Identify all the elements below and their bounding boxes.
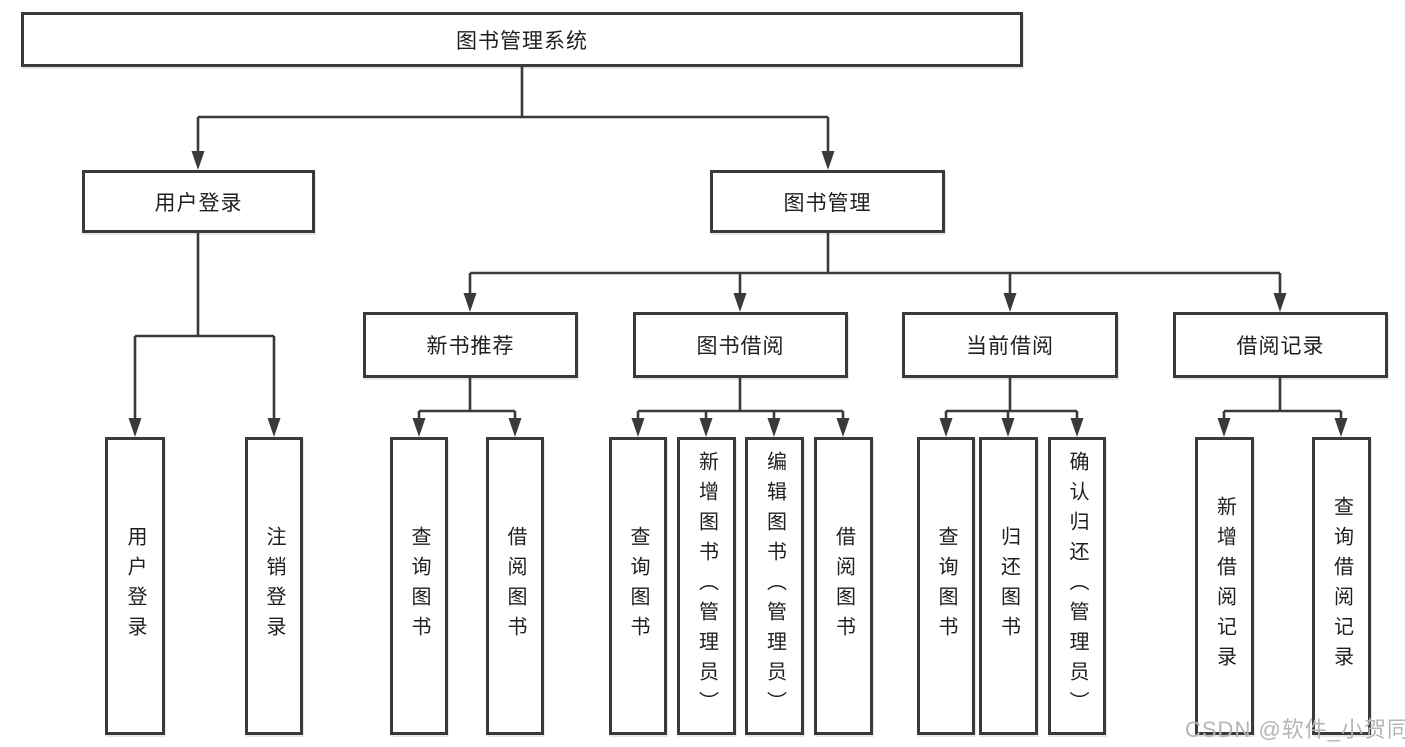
leaf-query-books-borrow: 查询图书 xyxy=(609,437,667,735)
node-new-book-recommendation: 新书推荐 xyxy=(363,312,578,378)
leaf-logout-label: 注销登录 xyxy=(263,526,285,646)
leaf-borrow-books-recommend: 借阅图书 xyxy=(486,437,544,735)
leaf-return-books-label: 归还图书 xyxy=(997,526,1020,646)
leaf-confirm-return-admin: 确认归还（管理员） xyxy=(1048,437,1106,735)
leaf-query-borrow-record: 查询借阅记录 xyxy=(1312,437,1371,735)
leaf-add-books-admin-label: 新增图书（管理员） xyxy=(695,451,718,721)
leaf-edit-books-admin: 编辑图书（管理员） xyxy=(745,437,804,735)
leaf-edit-books-admin-label: 编辑图书（管理员） xyxy=(763,451,786,721)
leaf-user-login: 用户登录 xyxy=(105,437,165,735)
node-book-borrowing: 图书借阅 xyxy=(633,312,848,378)
leaf-add-borrow-record: 新增借阅记录 xyxy=(1195,437,1254,735)
leaf-borrow-books-recommend-label: 借阅图书 xyxy=(504,526,526,646)
node-book-management: 图书管理 xyxy=(710,170,945,233)
leaf-query-books-recommend: 查询图书 xyxy=(390,437,448,735)
leaf-borrow-books-label: 借阅图书 xyxy=(832,526,855,646)
node-current-borrowing: 当前借阅 xyxy=(902,312,1118,378)
node-borrowing-records: 借阅记录 xyxy=(1173,312,1388,378)
leaf-query-borrow-record-label: 查询借阅记录 xyxy=(1330,496,1353,676)
leaf-query-books-recommend-label: 查询图书 xyxy=(408,526,430,646)
leaf-borrow-books: 借阅图书 xyxy=(814,437,873,735)
node-root-library-system: 图书管理系统 xyxy=(21,12,1023,67)
leaf-user-login-label: 用户登录 xyxy=(124,526,146,646)
leaf-add-borrow-record-label: 新增借阅记录 xyxy=(1213,496,1236,676)
leaf-query-books-borrow-label: 查询图书 xyxy=(627,526,649,646)
leaf-confirm-return-admin-label: 确认归还（管理员） xyxy=(1066,451,1088,721)
csdn-watermark: CSDN @软件_小贺同学 xyxy=(1185,717,1405,742)
leaf-logout: 注销登录 xyxy=(245,437,303,735)
leaf-query-books-current: 查询图书 xyxy=(917,437,975,735)
leaf-query-books-current-label: 查询图书 xyxy=(935,526,957,646)
node-user-login: 用户登录 xyxy=(82,170,315,233)
leaf-add-books-admin: 新增图书（管理员） xyxy=(677,437,736,735)
leaf-return-books: 归还图书 xyxy=(979,437,1038,735)
